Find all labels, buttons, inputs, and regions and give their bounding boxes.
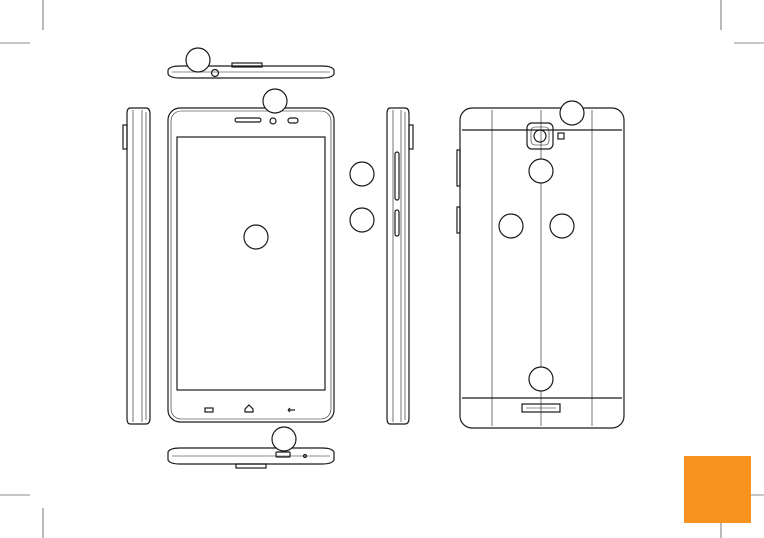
callout-back-lower xyxy=(529,367,553,391)
callout-volume-key xyxy=(350,162,374,186)
right-side-view xyxy=(387,108,413,424)
callout-headphone-jack xyxy=(186,48,210,72)
flash-icon xyxy=(558,133,564,139)
side-slot-icon xyxy=(123,125,127,149)
callout-back-upper xyxy=(529,159,553,183)
earpiece-icon xyxy=(235,118,261,122)
left-side-view xyxy=(123,108,150,424)
power-key-icon xyxy=(395,210,399,236)
page-tab xyxy=(684,456,751,523)
callout-rear-camera xyxy=(560,101,584,125)
front-view xyxy=(168,108,334,422)
screen xyxy=(177,137,325,390)
front-camera-icon xyxy=(270,118,276,124)
callout-back-right xyxy=(550,214,574,238)
home-key-icon xyxy=(245,405,253,412)
callout-power-key xyxy=(350,208,374,232)
callout-front-top xyxy=(263,89,287,113)
callout-back-left xyxy=(499,214,523,238)
callout-usb-port xyxy=(272,427,296,451)
menu-key-icon xyxy=(205,408,213,412)
callout-screen xyxy=(244,225,268,249)
bottom-edge-view xyxy=(168,448,334,468)
back-key-icon xyxy=(288,408,295,412)
volume-key-icon xyxy=(395,152,399,200)
sensor-icon xyxy=(288,118,298,123)
headphone-jack-icon xyxy=(212,70,219,77)
top-key-icon xyxy=(232,63,262,67)
